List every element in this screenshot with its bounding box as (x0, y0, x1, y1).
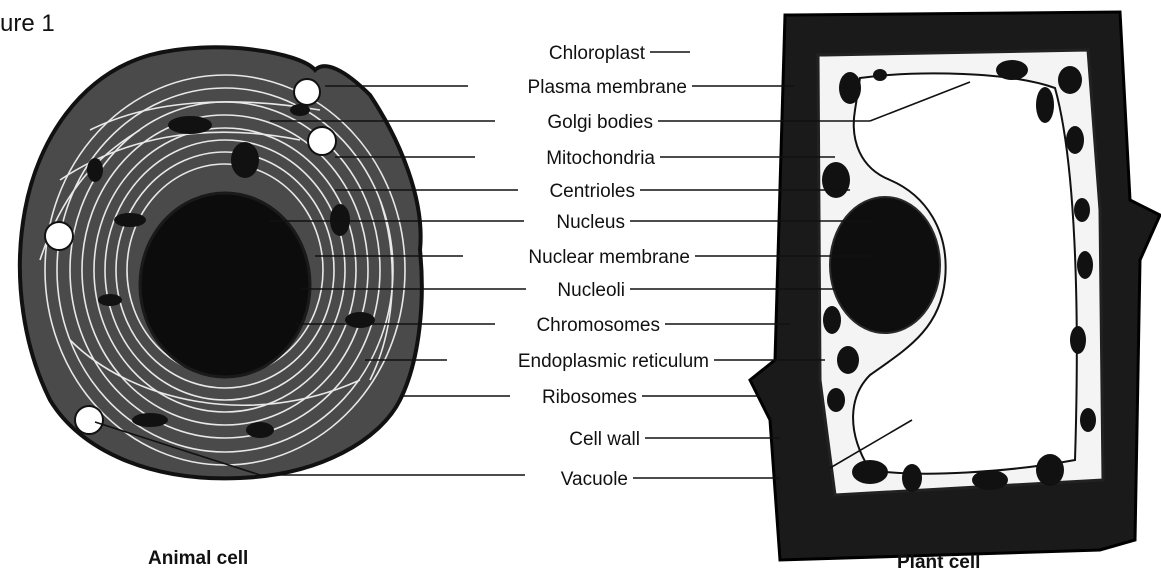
labels: Chloroplast Plasma membrane Golgi bodies… (518, 43, 709, 490)
label-plasma-membrane: Plasma membrane (528, 77, 687, 98)
label-endoplasmic-reticulum: Endoplasmic reticulum (518, 351, 709, 372)
label-nucleoli: Nucleoli (557, 280, 625, 301)
animal-cell (20, 47, 422, 478)
label-nucleus: Nucleus (556, 212, 625, 233)
label-ribosomes: Ribosomes (542, 387, 637, 408)
label-nuclear-membrane: Nuclear membrane (528, 247, 690, 268)
label-golgi-bodies: Golgi bodies (547, 112, 653, 133)
label-chloroplast: Chloroplast (549, 43, 646, 64)
label-chromosomes: Chromosomes (536, 315, 660, 336)
plant-nucleus (830, 197, 940, 333)
caption-plant-cell: Plant cell (897, 552, 980, 574)
plant-cell (750, 12, 1160, 560)
label-centrioles: Centrioles (549, 181, 635, 202)
label-vacuole: Vacuole (561, 469, 628, 490)
label-mitochondria: Mitochondria (546, 148, 655, 169)
caption-animal-cell: Animal cell (148, 548, 248, 570)
label-cell-wall: Cell wall (569, 429, 640, 450)
